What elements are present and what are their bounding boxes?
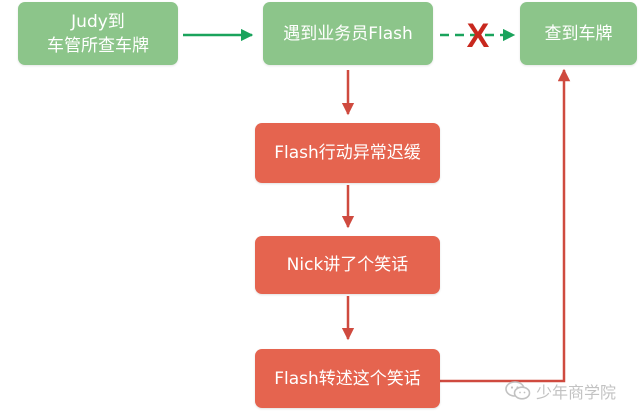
blocked-x-mark: X xyxy=(467,17,490,55)
node-meet-flash: 遇到业务员Flash xyxy=(263,2,433,65)
arrow-retell-to-plate xyxy=(440,68,571,383)
node-flash-retell: Flash转述这个笑话 xyxy=(255,349,440,408)
node-judy-to-dmv: Judy到 车管所查车牌 xyxy=(18,2,178,65)
node-nick-joke: Nick讲了个笑话 xyxy=(255,236,440,294)
watermark-text: 少年商学院 xyxy=(535,383,616,402)
watermark: 少年商学院 xyxy=(505,379,616,403)
node-check-plate: 查到车牌 xyxy=(520,2,637,65)
node-flash-slow: Flash行动异常迟缓 xyxy=(255,123,440,183)
wechat-icon xyxy=(505,381,531,400)
